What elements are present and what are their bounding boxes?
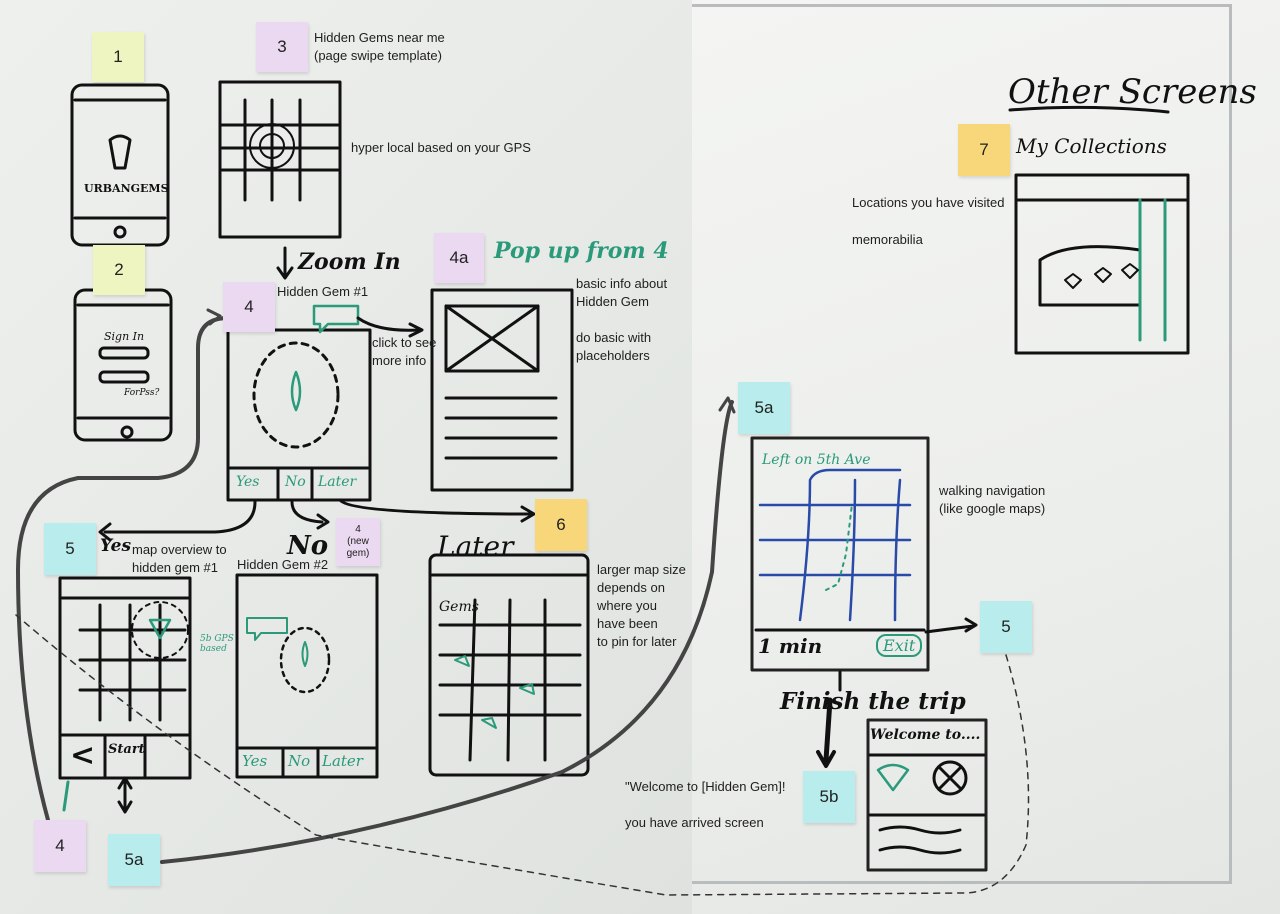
- screen4new-yes-button[interactable]: Yes: [242, 752, 268, 770]
- whiteboard-frame: [692, 4, 1232, 884]
- whiteboard-left: [0, 0, 692, 914]
- sticky-3: 3: [256, 22, 308, 72]
- screen5a-direction: Left on 5th Ave: [762, 452, 871, 468]
- note-click-more-info: click to see more info: [372, 335, 437, 368]
- arrow-to-5b: [823, 697, 833, 763]
- heading-my-collections: My Collections: [1016, 134, 1167, 158]
- screen2-forgot: ForPss?: [124, 388, 160, 398]
- screen-5b-welcome: [866, 718, 988, 872]
- screen-4: [226, 328, 372, 502]
- screen5-start-button[interactable]: Start: [108, 742, 145, 757]
- screen-6-later: [428, 553, 590, 777]
- sticky-4a: 4a: [434, 233, 484, 283]
- screen5-back-button[interactable]: <: [70, 738, 96, 773]
- sticky-5a-right: 5a: [738, 382, 790, 434]
- screen4-later-button[interactable]: Later: [318, 474, 357, 490]
- note-memorabilia: memorabilia: [852, 232, 923, 247]
- screen4new-later-button[interactable]: Later: [322, 752, 363, 770]
- screen4-no-button[interactable]: No: [285, 474, 306, 490]
- sticky-5a-bottom: 5a: [108, 834, 160, 886]
- screen-5a-navigation: [750, 436, 930, 672]
- screen6-gems: Gems: [439, 599, 479, 615]
- screen1-logo-text: URBANGEMS: [84, 182, 169, 195]
- note-larger-map: larger map size depends on where you hav…: [597, 562, 686, 649]
- sticky-4-bottom: 4: [34, 820, 86, 872]
- note-hidden-gem-1: Hidden Gem #1: [277, 284, 369, 299]
- sticky-4: 4: [223, 282, 275, 332]
- note-hyper-local: hyper local based on your GPS: [351, 140, 531, 155]
- screen-7-collections: [1014, 173, 1190, 355]
- sticky-7: 7: [958, 124, 1010, 176]
- screen5b-welcome-to: Welcome to....: [870, 727, 981, 743]
- screen-4a-popup: [430, 288, 574, 492]
- sticky-4-new-gem: 4 (new gem): [336, 518, 380, 566]
- label-zoom-in: Zoom In: [298, 249, 401, 275]
- screen-3-map: [218, 80, 342, 239]
- sticky-5-right: 5: [980, 601, 1032, 653]
- arrow-later-to-6: [338, 498, 532, 516]
- screen4new-no-button[interactable]: No: [288, 752, 311, 770]
- screen-1-phone: [70, 83, 170, 247]
- note-arrived: you have arrived screen: [625, 815, 764, 830]
- arrow-4-to-4a: [356, 316, 420, 332]
- sticky-4-new-gem-label: (new gem): [346, 536, 370, 559]
- label-later: Later: [437, 530, 514, 563]
- sticky-5b: 5b: [803, 771, 855, 823]
- label-popup-from-4: Pop up from 4: [494, 238, 669, 264]
- note-hidden-gems-near-me: Hidden Gems near me (page swipe template…: [314, 30, 445, 63]
- sticky-6: 6: [535, 499, 587, 551]
- note-walking-navigation: walking navigation (like google maps): [939, 483, 1046, 516]
- screen5-gps-label: 5b GPS based: [200, 634, 234, 654]
- label-no: No: [287, 531, 329, 561]
- screen-4-new-gem: [235, 573, 379, 779]
- dashed-return-path: [15, 614, 1030, 896]
- screen4-yes-button[interactable]: Yes: [236, 474, 260, 490]
- heading-other-screens: Other Screens: [1008, 72, 1257, 112]
- screen5a-exit-button[interactable]: Exit: [876, 634, 923, 657]
- label-yes: Yes: [100, 536, 132, 556]
- note-welcome-quote: "Welcome to [Hidden Gem]!: [625, 779, 786, 794]
- arrow-yes-to-5: [103, 500, 257, 534]
- screen2-sign-in: Sign In: [104, 330, 145, 343]
- sticky-1: 1: [92, 32, 144, 82]
- screen5a-minutes: 1 min: [758, 634, 823, 658]
- sticky-4-new-gem-number: 4: [355, 524, 361, 535]
- note-map-overview: map overview to hidden gem #1: [132, 542, 227, 575]
- arrow-4-loop: [16, 316, 230, 822]
- note-locations-visited: Locations you have visited: [852, 195, 1005, 210]
- arrow-no-to-4new: [290, 500, 324, 524]
- sticky-2: 2: [93, 245, 145, 295]
- sticky-5-left: 5: [44, 523, 96, 575]
- note-basic-info: basic info about Hidden Gem: [576, 276, 668, 309]
- note-placeholders: do basic with placeholders: [576, 330, 652, 363]
- note-hidden-gem-2: Hidden Gem #2: [237, 557, 329, 572]
- label-finish-the-trip: Finish the trip: [780, 688, 966, 715]
